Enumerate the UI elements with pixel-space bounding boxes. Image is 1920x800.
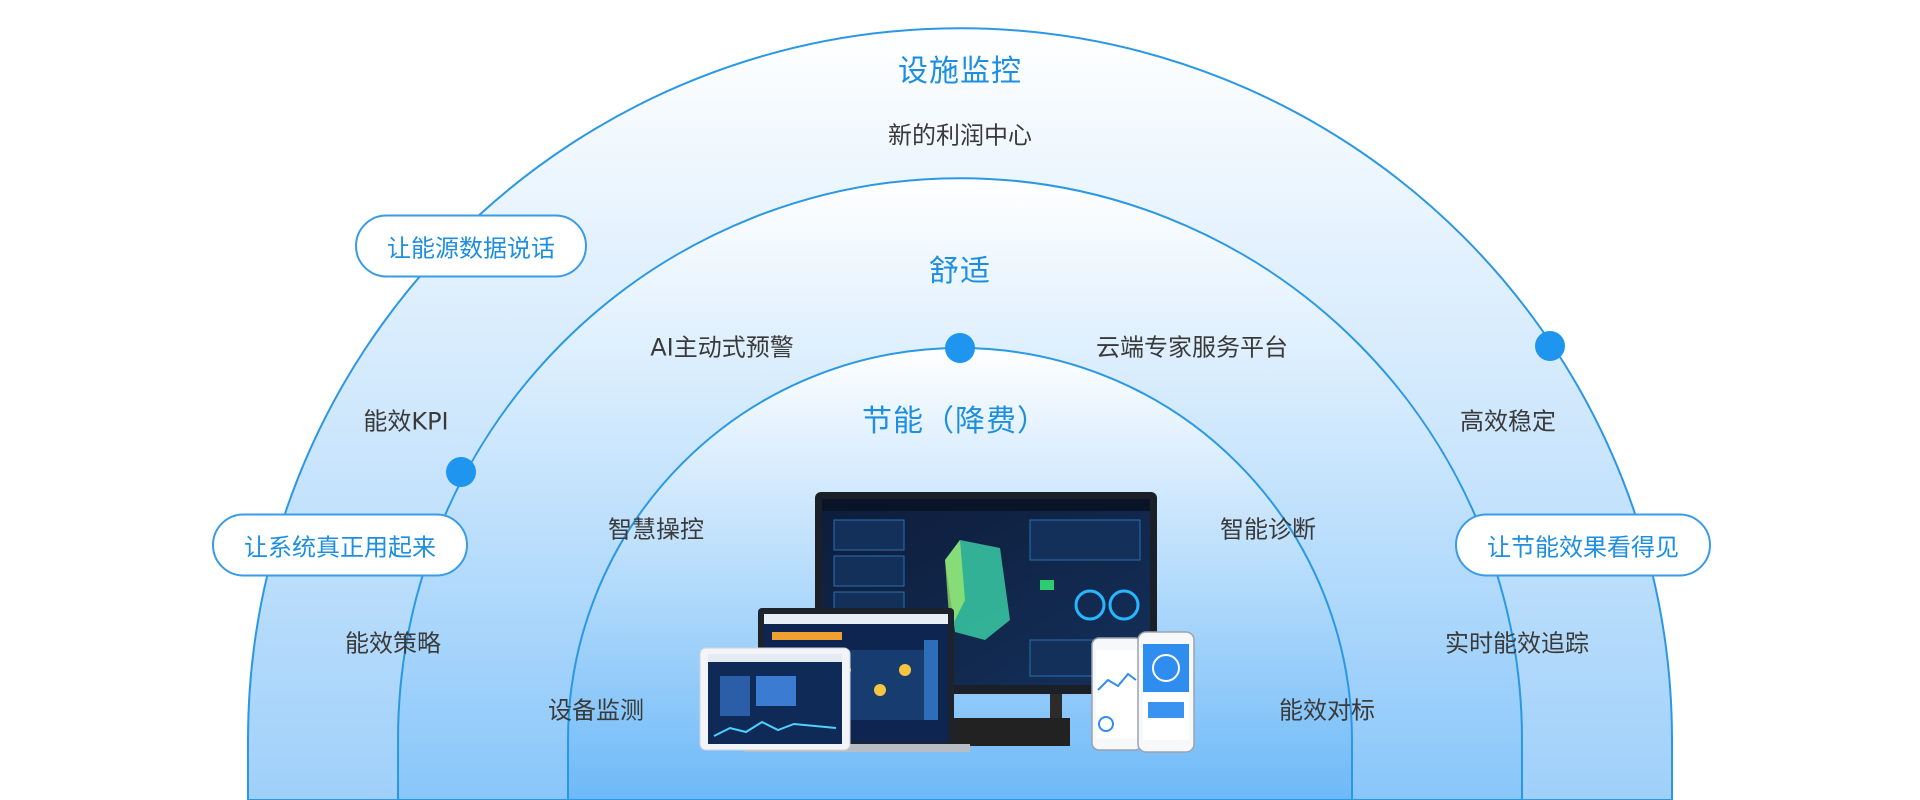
label-smart-control: 智慧操控 <box>608 515 704 544</box>
middle-ring-dot <box>446 457 476 487</box>
label-energy-benchmark: 能效对标 <box>1279 696 1375 725</box>
label-realtime-tracking: 实时能效追踪 <box>1445 629 1589 658</box>
label-smart-diagnosis: 智能诊断 <box>1220 515 1316 544</box>
label-ai-warning: AI主动式预警 <box>650 333 794 362</box>
label-stable: 高效稳定 <box>1460 407 1556 436</box>
inner-ring-title: 节能（降费） <box>862 404 1048 439</box>
pill-data-talk: 让能源数据说话 <box>355 214 587 278</box>
pill-see-effect: 让节能效果看得见 <box>1455 513 1711 577</box>
outer-ring-subtitle: 新的利润中心 <box>888 121 1032 150</box>
middle-ring-title: 舒适 <box>929 254 991 289</box>
label-device-monitoring: 设备监测 <box>548 696 644 725</box>
outer-ring-title: 设施监控 <box>898 54 1022 89</box>
phones <box>1091 631 1195 753</box>
pill-system-use: 让系统真正用起来 <box>212 513 468 577</box>
devices-illustration <box>699 492 1195 753</box>
label-cloud-platform: 云端专家服务平台 <box>1096 333 1288 362</box>
label-energy-strategy: 能效策略 <box>345 629 441 658</box>
label-energy-kpi: 能效KPI <box>363 407 449 436</box>
inner-ring-dot <box>945 333 975 363</box>
outer-ring-dot <box>1535 331 1565 361</box>
tablet <box>699 647 851 751</box>
